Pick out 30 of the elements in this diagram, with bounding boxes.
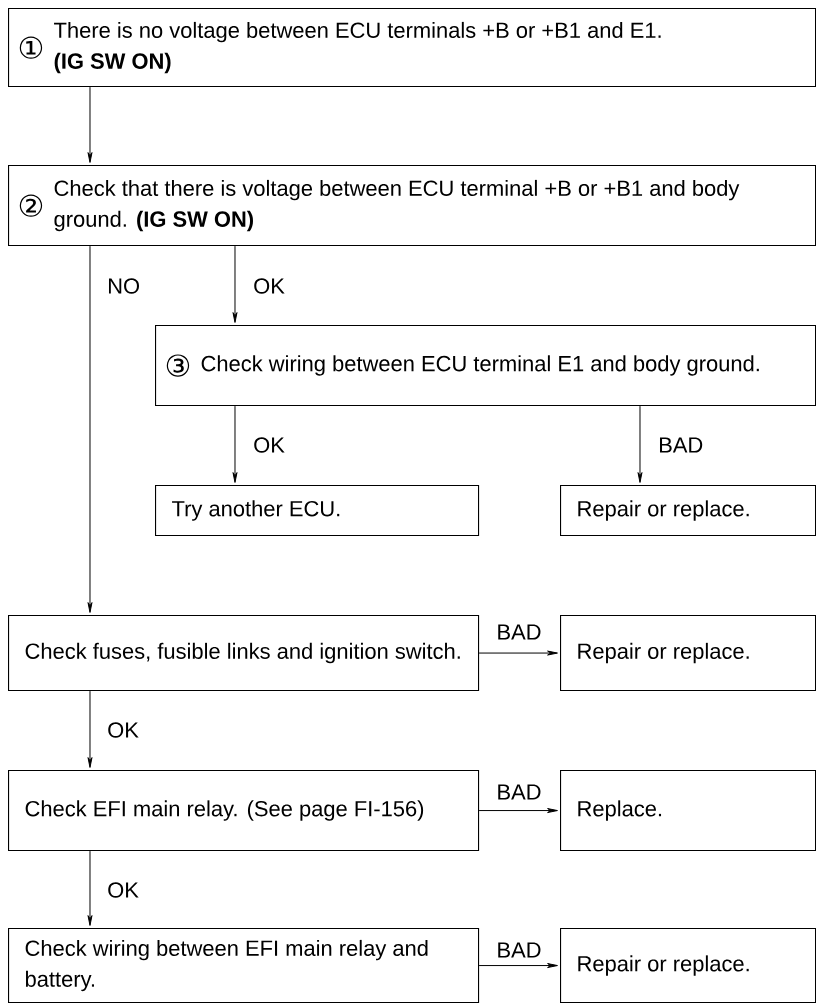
- arrow: [478, 808, 558, 814]
- arrow: [232, 405, 238, 483]
- process-box: Try another ECU.: [155, 485, 480, 537]
- process-box: Repair or replace.: [560, 615, 816, 692]
- process-box: ③ Check wiring between ECU terminal E1 and body ground.: [155, 325, 816, 407]
- edge-label: NO: [106, 277, 142, 295]
- process-box: Check wiring between EFI main relay and battery.: [8, 928, 480, 1004]
- edge-label: BAD: [495, 623, 543, 641]
- process-box: Check fuses, fusible links and ignition switch.: [8, 615, 480, 692]
- edge-label: BAD: [495, 783, 543, 801]
- arrow: [478, 963, 558, 969]
- process-box: Replace.: [560, 770, 816, 852]
- edge-label: OK: [106, 881, 140, 899]
- arrow: [87, 86, 93, 163]
- process-box: Check EFI main relay. (See page FI-156): [8, 770, 480, 852]
- edge-label: BAD: [495, 941, 543, 959]
- arrow: [637, 405, 643, 483]
- arrow: [232, 245, 238, 323]
- arrow: [478, 650, 558, 656]
- arrow: [87, 850, 93, 926]
- process-box: ② Check that there is voltage between ECU terminal +B or +B1 and body ground. (IG SW ON): [8, 165, 816, 247]
- edge-label: OK: [106, 721, 140, 739]
- edge-label: BAD: [657, 436, 705, 454]
- edge-label: OK: [252, 436, 286, 454]
- process-box: Repair or replace.: [560, 928, 816, 1004]
- process-box: ① There is no voltage between ECU terminals +B or +B1 and E1. (IG SW ON): [8, 8, 816, 88]
- arrow: [87, 690, 93, 768]
- edge-label: OK: [252, 277, 286, 295]
- arrow: [87, 245, 93, 613]
- process-box: Repair or replace.: [560, 485, 816, 537]
